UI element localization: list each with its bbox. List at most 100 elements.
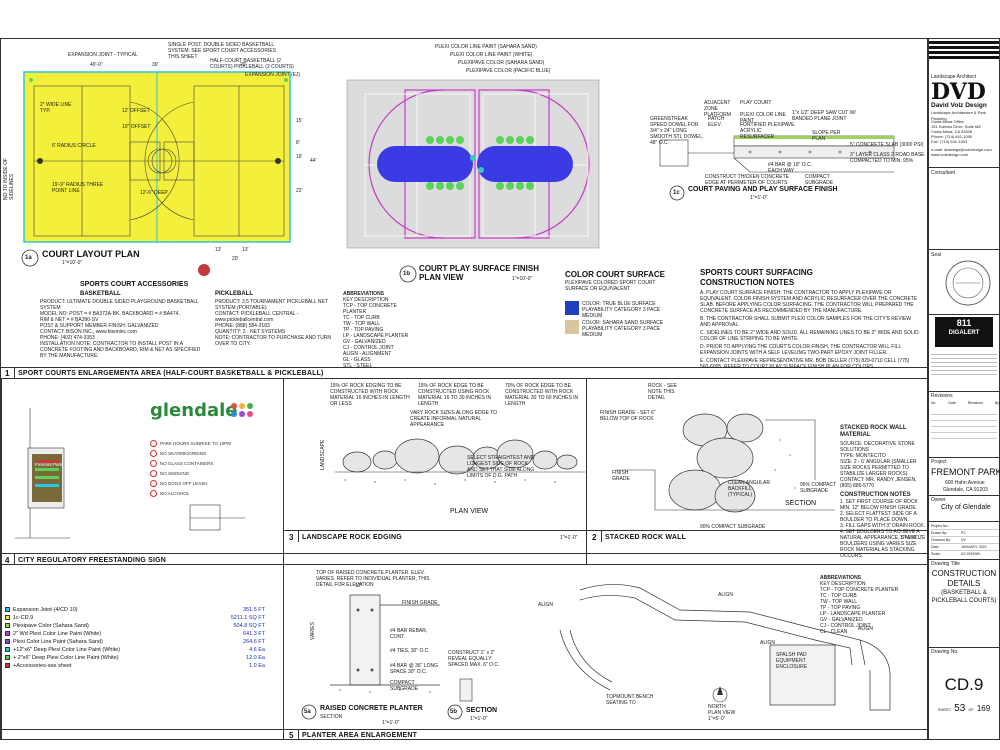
owner-name: City of Glendale <box>941 504 991 511</box>
callout-text: 2" WIDE LINE TYP. <box>40 102 72 114</box>
abbreviations-list: ABBREVIATIONS KEY DESCRIPTION TCP - TOP … <box>343 291 409 369</box>
divider <box>0 378 928 379</box>
sign-rules: PARK HOURS SUNRISE TO 10PM NO SKATEBOARD… <box>150 440 270 497</box>
callout-text: TOP OF RAISED CONCRETE PLANTER. ELEV. VA… <box>316 570 430 588</box>
no-symbol-icon <box>150 470 157 477</box>
callout-text: SINGLE POST, DOUBLE SIDED BASKETBALL SYS… <box>168 42 276 60</box>
callout-text: CONSTRUCT THICKEN CONCRETE EDGE AT PERIM… <box>705 174 789 186</box>
callout-text: 1"x 1/2" DEEP SAW CUT W/ BANDED PLANE JO… <box>792 110 856 122</box>
freestanding-sign-drawing <box>15 408 70 539</box>
legend-swatch <box>5 655 10 661</box>
section-title: CITY REGULATORY FREESTANDING SIGN <box>18 557 167 564</box>
dimension-label: 44' <box>310 158 317 164</box>
divider <box>586 378 587 564</box>
pickleball-heading: PICKLEBALL <box>215 291 253 297</box>
basketball-specs: PRODUCT: ULTIMATE DOUBLE SIDED PLAYGROUN… <box>40 299 201 359</box>
detail-marker-icon <box>21 249 39 267</box>
section-title: SPORT COURTS ENLARGEMENTA AREA (HALF-COU… <box>18 370 324 377</box>
project-name: FREMONT PARK <box>931 467 1000 477</box>
glendale-logo: glendale <box>150 400 238 421</box>
callout-text: COMPACT SUBGRADE <box>390 680 419 692</box>
callout-text: LANDSCAPE <box>320 439 326 470</box>
callout-text: PLEXI COLOR LINE PAINT <box>740 112 786 124</box>
dimension-label: 15' <box>296 118 303 124</box>
legend-item: + 2"x6" Deep Plexi Color Line Paint (Whi… <box>5 654 265 662</box>
divider <box>0 553 928 554</box>
callout-text: ALIGN <box>538 602 554 608</box>
digalert-badge: 811 DIGALERT <box>935 317 993 347</box>
basketball-heading: BASKETBALL <box>80 291 121 297</box>
dimension-label: 13' <box>215 247 222 253</box>
project-address: Glendale, CA 91203 <box>943 487 988 493</box>
detail-scale: 1"=5'-0" <box>708 716 726 722</box>
section-number: 1 <box>5 369 10 378</box>
callout-text: 5" CONCRETE SLAB (3000 PSI) <box>850 142 924 148</box>
dimension-label: 13' <box>242 247 249 253</box>
planter-section-drawing <box>330 594 440 693</box>
callout-text: ALIGN <box>718 592 734 598</box>
dimension-label: 22' <box>296 188 303 194</box>
callout-text: FINISH GRADE <box>612 470 630 482</box>
digalert-fineprint <box>931 351 997 391</box>
sign-footing-detail <box>189 504 245 531</box>
callout-text: 15% OF ROCK EDGE TO BE CONSTRUCTED USING… <box>418 383 492 407</box>
detail-marker-icon <box>447 704 463 720</box>
drawing-sheet <box>0 38 928 740</box>
callout-text: #4 TIES, 30" O.C. <box>390 648 430 654</box>
callout-text: PATCH ELEV. <box>708 116 725 128</box>
legend-item: +12"x6" Deep Plexi Color Line Paint (Whi… <box>5 646 265 654</box>
section-number: 5 <box>289 731 294 740</box>
dimension-label: 12" <box>355 583 363 589</box>
dimension-label: 30' <box>152 62 159 68</box>
planter-section-b-drawing <box>459 678 473 702</box>
callout-text: ADJACENT ZONE PLATFORM <box>704 100 731 118</box>
detail-title: RAISED CONCRETE PLANTER <box>320 705 423 712</box>
detail-title: COURT LAYOUT PLAN <box>42 249 140 259</box>
project-address: 600 Hahn Avenue <box>945 480 985 486</box>
section-title: LANDSCAPE ROCK EDGING <box>302 534 402 541</box>
detail-title: SECTION <box>466 707 498 714</box>
callout-text: FORTIFIED PLEXIPAVE ACRYLIC RESURFACER <box>740 122 795 140</box>
sheet-count: SHEET 53 OF 169 <box>937 703 991 714</box>
detail-scale: 1"=1'-0" <box>382 720 400 726</box>
callout-text: #4 BAR @ 36" LONG SPACE 30" O.C. <box>390 663 438 675</box>
legend-swatch <box>5 607 10 613</box>
legend-swatch <box>5 615 10 621</box>
firm-logo: DVD <box>931 79 986 105</box>
drawing-title-label: Drawing Title <box>931 561 960 567</box>
plan-view-label: PLAN VIEW <box>450 508 489 515</box>
dimension-label: 20' <box>240 62 247 68</box>
no-symbol-icon <box>150 480 157 487</box>
no-symbol-icon <box>150 450 157 457</box>
legend-swatch <box>5 623 10 629</box>
legend-swatch <box>5 647 10 653</box>
project-label: Project <box>931 459 947 465</box>
sign-heading: Fremont Park <box>35 462 63 467</box>
detail-number: 5a <box>304 709 311 715</box>
dimension-label: 16' <box>296 154 303 160</box>
callout-text: ROCK - SEE NOTE THIS DETAIL <box>648 383 677 401</box>
detail-scale: 1"=10'-0" <box>512 276 533 282</box>
divider <box>0 564 928 565</box>
callout-text: COMPACT SUBGRADE <box>805 174 834 186</box>
detail-number: 5b <box>450 709 458 715</box>
callout-text: 70% OF ROCK EDGE TO BE CONSTRUCTED WITH … <box>505 383 579 407</box>
owner-label: Owner <box>931 497 946 503</box>
detail-number: 1c <box>673 190 680 196</box>
section-title: STACKED ROCK WALL <box>605 534 687 541</box>
sheet-id: CD.9 <box>944 675 984 694</box>
color-surface-subtitle: PLEXIPAVE COLORED SPORT COURT SURFACE OR… <box>565 280 656 292</box>
section-number: 2 <box>592 533 597 542</box>
callout-text: PLEXI COLOR LINE PAINT (SAHARA SAND) <box>435 44 537 50</box>
color-swatch-sand <box>565 320 579 334</box>
detail-title: COURT PLAY SURFACE FINISH <box>419 264 540 273</box>
callout-text: PLEXI COLOR LINE PAINT (WHITE) <box>450 52 533 58</box>
dimension-label: 8' <box>296 140 300 146</box>
divider <box>283 564 284 740</box>
callout-text: 12'-6" DEEP <box>140 190 168 196</box>
callout-text: SELECT STRAIGHTEST AND LONGEST SIDE OF R… <box>467 455 535 479</box>
callout-text: GREENSTREAK SPEED DOWEL FOR 3/4" x 24" L… <box>650 116 704 146</box>
callout-text: 19'-9" RADIUS THREE POINT LINE <box>52 182 104 194</box>
divider <box>1 378 2 740</box>
